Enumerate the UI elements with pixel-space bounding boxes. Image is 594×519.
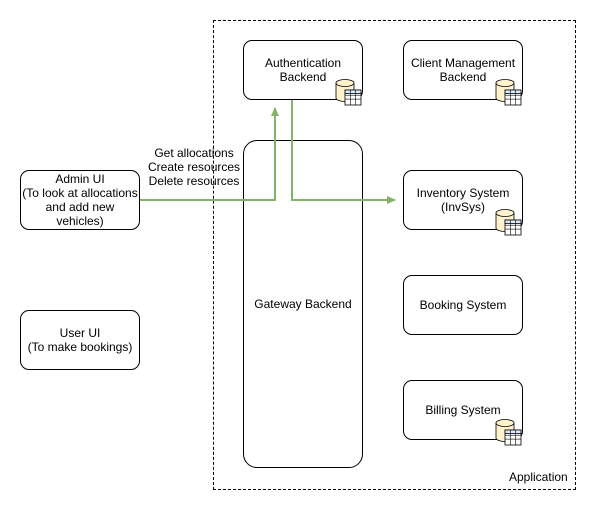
application-label: Application bbox=[509, 470, 568, 484]
admin-ui-label: Admin UI (To look at allocations and add… bbox=[22, 172, 138, 228]
database-icon bbox=[495, 79, 522, 106]
admin-edge-label: Get allocations Create resources Delete … bbox=[148, 146, 241, 188]
booking-system-node[interactable]: Booking System bbox=[403, 275, 523, 335]
inventory-system-label: Inventory System (InvSys) bbox=[416, 186, 510, 214]
user-ui-node[interactable]: User UI (To make bookings) bbox=[20, 310, 140, 370]
authentication-backend-label: Authentication Backend bbox=[264, 56, 342, 84]
booking-system-label: Booking System bbox=[419, 298, 507, 312]
gateway-backend-label: Gateway Backend bbox=[254, 297, 352, 311]
database-icon bbox=[495, 419, 522, 446]
gateway-backend-node[interactable]: Gateway Backend bbox=[243, 140, 363, 468]
database-icon bbox=[335, 79, 362, 106]
application-boundary bbox=[213, 20, 576, 490]
database-icon bbox=[495, 209, 522, 236]
client-management-backend-label: Client Management Backend bbox=[410, 56, 516, 84]
user-ui-label: User UI (To make bookings) bbox=[27, 326, 133, 354]
billing-system-label: Billing System bbox=[425, 403, 501, 417]
admin-ui-node[interactable]: Admin UI (To look at allocations and add… bbox=[20, 170, 140, 230]
